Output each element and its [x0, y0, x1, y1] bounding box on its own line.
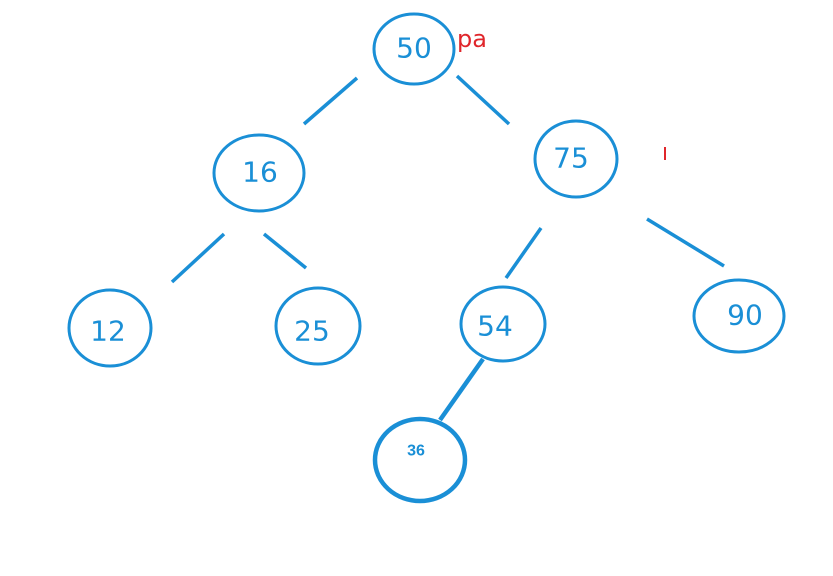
- node-value: 90: [727, 299, 763, 332]
- tree-node-36: 36: [372, 416, 468, 504]
- node-value: 54: [477, 310, 513, 343]
- pointer-label-pa: pa: [457, 25, 487, 53]
- node-value: 25: [294, 315, 330, 348]
- node-ring: [533, 119, 619, 199]
- node-ring: [372, 12, 456, 86]
- tree-node-16: 16: [212, 133, 306, 213]
- node-ring: [372, 416, 468, 504]
- edge-50-16: [302, 76, 359, 126]
- tree-node-50: 50: [372, 12, 456, 86]
- tree-node-75: 75: [533, 119, 619, 199]
- edge-75-54: [504, 226, 543, 280]
- tree-node-54: 54: [459, 285, 547, 363]
- node-ring: [459, 285, 547, 363]
- tree-node-12: 12: [67, 288, 153, 368]
- node-value: 36: [407, 443, 425, 460]
- edge-16-25: [262, 232, 308, 270]
- tree-node-90: 90: [692, 278, 786, 354]
- edge-50-75: [455, 74, 511, 126]
- tree-node-25: 25: [274, 286, 362, 366]
- edge-16-12: [170, 232, 226, 284]
- node-ring: [212, 133, 306, 213]
- node-value: 50: [396, 32, 432, 65]
- node-value: 12: [90, 315, 126, 348]
- node-value: 75: [553, 142, 589, 175]
- edge-54-36: [438, 357, 485, 422]
- node-value: 16: [242, 156, 278, 189]
- node-ring: [67, 288, 153, 368]
- node-ring: [274, 286, 362, 366]
- edge-75-90: [646, 217, 725, 268]
- node-ring: [692, 278, 786, 354]
